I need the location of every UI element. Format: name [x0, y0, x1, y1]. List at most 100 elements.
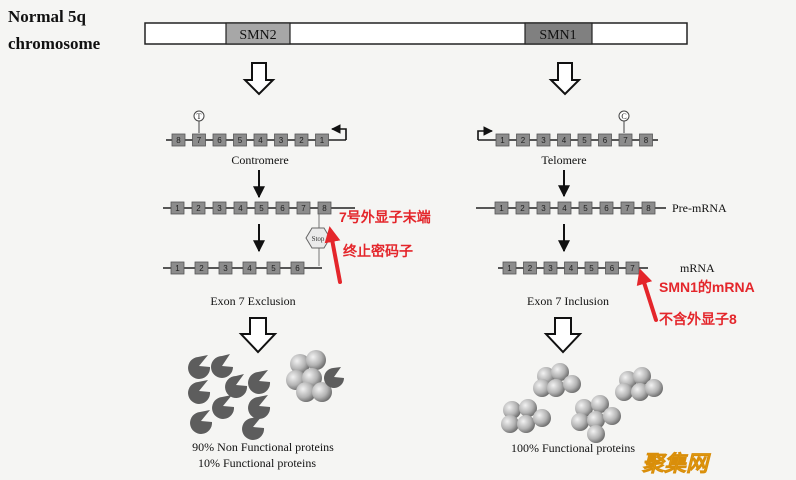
exon-number: 6 [603, 136, 608, 145]
left-outcome-label: Exon 7 Exclusion [210, 294, 295, 308]
right-hollow-arrow [548, 62, 582, 96]
exon-box [625, 261, 640, 275]
exon-box [192, 133, 206, 147]
exon-box [315, 133, 329, 147]
exon-box [253, 133, 268, 147]
exon-number: 7 [623, 136, 628, 145]
stop-label: Stop [312, 235, 325, 243]
exon-box [536, 133, 551, 147]
exon-box [598, 133, 612, 147]
exon-box [294, 133, 309, 147]
exon-number: 7 [197, 136, 202, 145]
exon-box [194, 261, 209, 275]
exon-box [536, 201, 551, 215]
smn1-gene-box [524, 22, 593, 45]
exon-box [296, 201, 311, 215]
exon-number: 8 [646, 204, 651, 213]
exon-number: 5 [271, 264, 276, 273]
exon-number: 8 [644, 136, 649, 145]
left-transcription-start-arrow [331, 124, 347, 140]
exon-box [171, 133, 186, 147]
exon-box [212, 133, 227, 147]
smn2-label: SMN2 [239, 28, 276, 43]
annotation-smn1-mrna: SMN1的mRNA [659, 279, 755, 295]
exon-number: 2 [528, 264, 533, 273]
title-line-2: chromosome [8, 34, 101, 53]
exon-box [516, 133, 530, 147]
exon-number: 1 [500, 136, 505, 145]
non-functional-proteins [188, 354, 271, 440]
exon-number: 2 [520, 204, 525, 213]
exon-box [170, 201, 185, 215]
stop-sign-icon [305, 227, 331, 249]
exon-box [620, 201, 635, 215]
pre-mrna-label: Pre-mRNA [672, 201, 727, 215]
exon-number: 6 [604, 204, 609, 213]
exon-number: 1 [320, 136, 325, 145]
exon-number: 5 [583, 204, 588, 213]
exon-box [557, 133, 571, 147]
exon-number: 3 [541, 136, 546, 145]
annotation-arrow-left [324, 226, 342, 284]
exon-box [494, 201, 509, 215]
exon-number: 2 [199, 264, 204, 273]
exon-number: 4 [258, 136, 263, 145]
exon-box [212, 201, 227, 215]
exon-box [254, 201, 269, 215]
functional-protein-clusters [501, 363, 663, 443]
right-outcome-label: Exon 7 Inclusion [527, 294, 609, 308]
exon-box [242, 261, 257, 275]
exon-box [577, 133, 592, 147]
exon-number: 4 [569, 264, 574, 273]
right-marker-circle [618, 110, 630, 122]
exon-box [543, 261, 558, 275]
exon-box [191, 201, 206, 215]
exon-number: 4 [238, 204, 243, 213]
exon-box [170, 261, 185, 275]
exon-number: 3 [548, 264, 553, 273]
exon-number: 6 [217, 136, 222, 145]
exon-number: 2 [196, 204, 201, 213]
exon-number: 4 [562, 204, 567, 213]
exon-number: 8 [176, 136, 181, 145]
watermark: 聚集网 [641, 451, 711, 476]
exon-number: 5 [238, 136, 243, 145]
exon-number: 6 [610, 264, 615, 273]
exon-number: 5 [582, 136, 587, 145]
left-result-hollow-arrow [238, 317, 278, 354]
right-result-hollow-arrow [543, 317, 583, 354]
title-line-1: Normal 5q [8, 7, 86, 26]
exon-number: 4 [247, 264, 252, 273]
annotation-stop-codon: 终止密码子 [343, 243, 413, 259]
right-transcription-start-arrow [477, 126, 493, 140]
annotation-arrow-right [636, 268, 658, 322]
exon-number: 7 [301, 204, 306, 213]
smn2-gene-box [225, 22, 291, 45]
exon-box [618, 133, 633, 147]
mrna-label: mRNA [680, 261, 715, 275]
exon-number: 6 [280, 204, 285, 213]
exon-number: 7 [625, 204, 630, 213]
exon-box [218, 261, 233, 275]
exon-number: 8 [322, 204, 327, 213]
right-result-line-1: 100% Functional proteins [511, 441, 635, 455]
exon-box [266, 261, 281, 275]
right-marker-label: C [621, 112, 626, 121]
exon-box [578, 201, 593, 215]
exon-number: 3 [217, 204, 222, 213]
chromosome-bar: SMN2 SMN1 [144, 22, 688, 45]
exon-box [564, 261, 578, 275]
smn1-label: SMN1 [539, 28, 576, 43]
exon-number: 6 [295, 264, 300, 273]
exon-number: 2 [299, 136, 304, 145]
left-gene-label: Contromere [231, 153, 288, 167]
exon-box [639, 133, 653, 147]
exon-box [274, 133, 288, 147]
exon-number: 5 [589, 264, 594, 273]
